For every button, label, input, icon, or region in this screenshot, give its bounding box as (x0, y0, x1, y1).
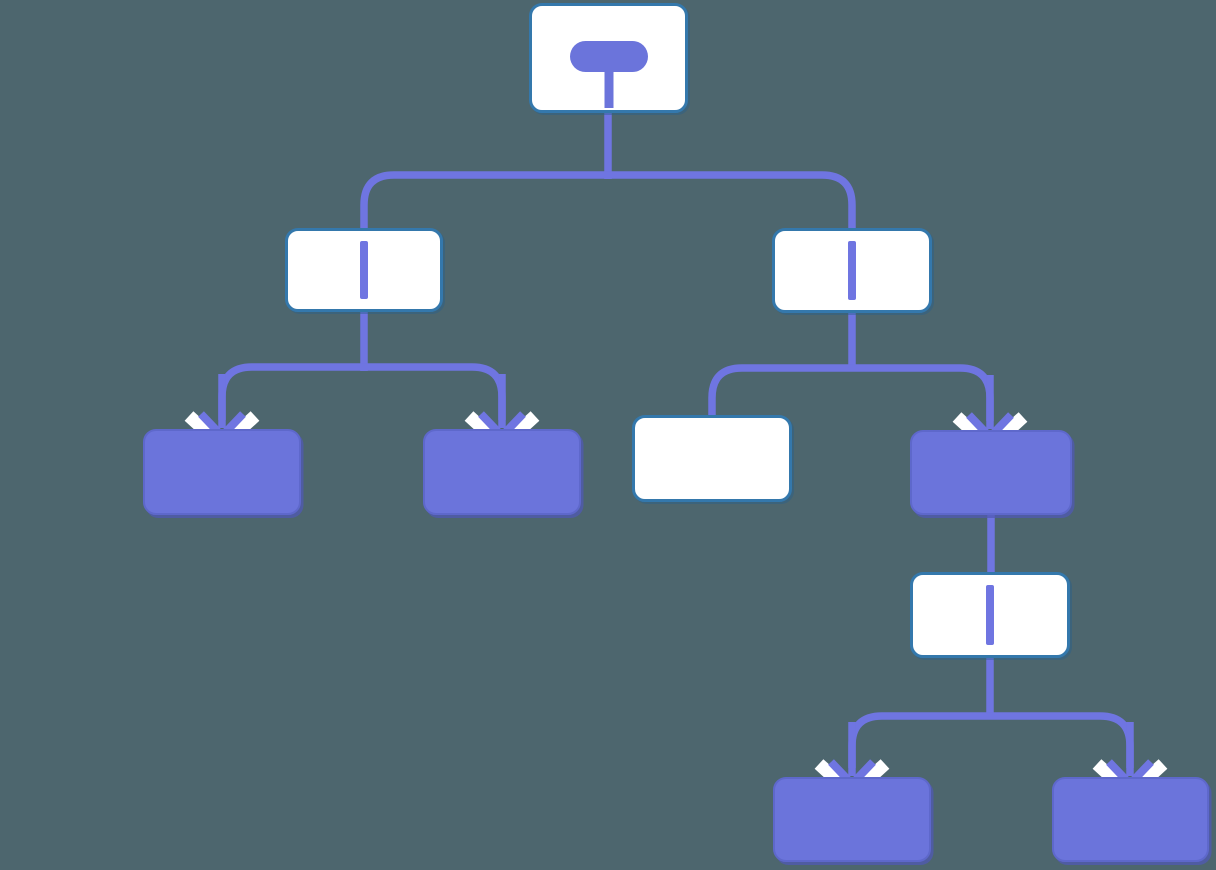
divider-bar (986, 585, 994, 645)
node-leaf-f[interactable] (1052, 777, 1209, 862)
root-pill-stem (604, 66, 613, 108)
node-leaf-b[interactable] (423, 429, 581, 515)
node-leaf-c[interactable] (632, 415, 792, 502)
divider-bar (848, 241, 856, 300)
node-root[interactable] (529, 3, 688, 113)
root-pill-icon (569, 41, 648, 72)
connector-edge-level1-rail (360, 171, 856, 229)
node-split-right[interactable] (772, 228, 932, 313)
node-leaf-e[interactable] (773, 777, 931, 862)
node-split-left[interactable] (285, 228, 443, 312)
node-leaf-a[interactable] (143, 429, 301, 515)
node-split-bottom[interactable] (910, 572, 1070, 658)
node-node-d[interactable] (910, 430, 1072, 515)
divider-bar (360, 241, 368, 299)
